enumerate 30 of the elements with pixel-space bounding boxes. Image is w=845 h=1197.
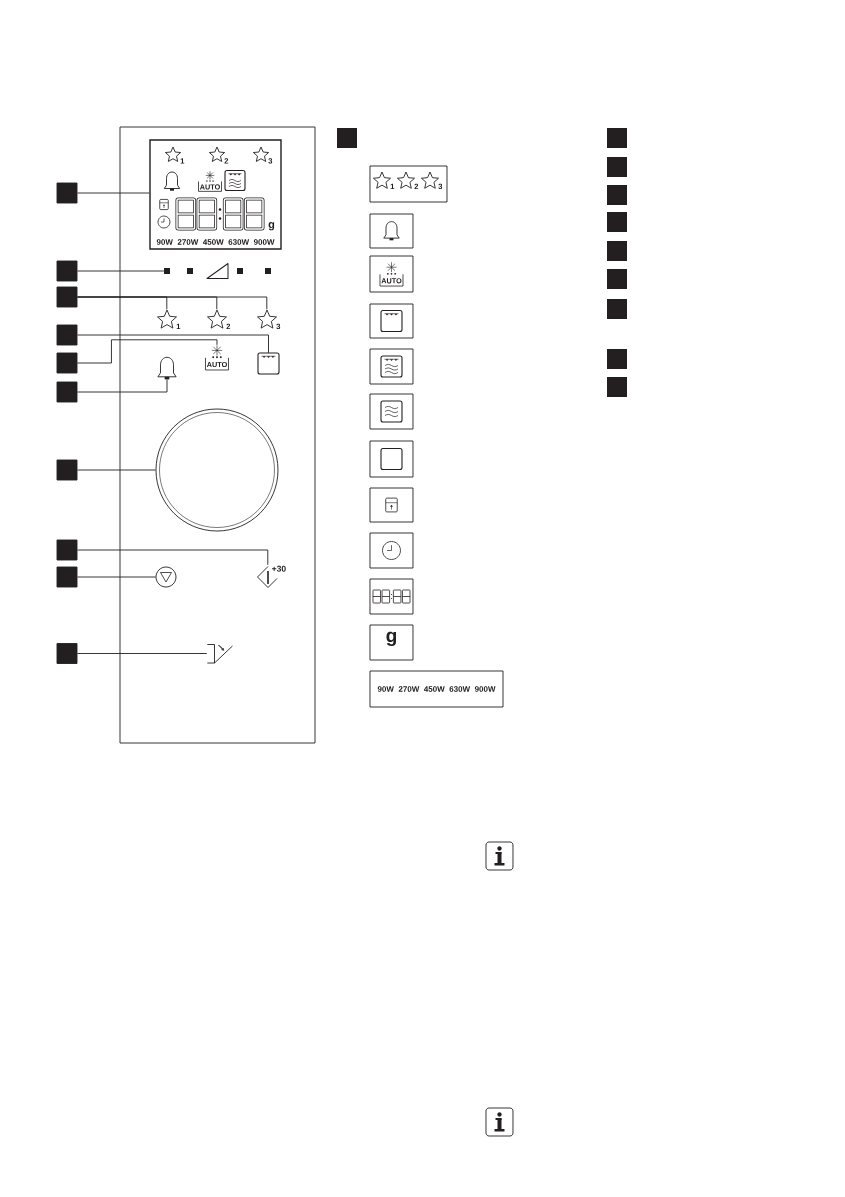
- leader-line: [77, 379, 168, 393]
- leader-line: [77, 270, 165, 272]
- leader-line: [77, 296, 268, 310]
- bell-icon: [157, 356, 177, 380]
- leader-line: [77, 576, 156, 578]
- callout-square: [56, 286, 78, 308]
- callout-square: [56, 643, 78, 664]
- leader-line: [77, 192, 150, 194]
- leader-line: [77, 334, 269, 354]
- leader-line: [77, 469, 156, 471]
- power-levels: 90W 270W 450W 630W 900W: [377, 686, 496, 692]
- dial-knob: [155, 408, 279, 532]
- callout-square: [56, 324, 78, 346]
- door-icon: [206, 644, 233, 664]
- unit-label: g: [268, 222, 275, 231]
- control-panel: [119, 126, 316, 744]
- callout-square: [56, 566, 78, 588]
- callout-square: [56, 260, 78, 282]
- callout-square: [56, 539, 78, 561]
- button-label: +30: [272, 565, 286, 572]
- callout-square: [56, 459, 78, 481]
- callout-square: [56, 352, 78, 374]
- callout-square: [56, 182, 78, 204]
- leader-line: [77, 653, 208, 654]
- grill-icon: [257, 352, 280, 375]
- leader-line: [77, 339, 218, 364]
- unit-label: g: [386, 631, 397, 647]
- callout-square: [56, 381, 78, 403]
- power-levels: 90W 270W 450W 630W 900W: [156, 239, 275, 245]
- leader-line: [77, 549, 269, 566]
